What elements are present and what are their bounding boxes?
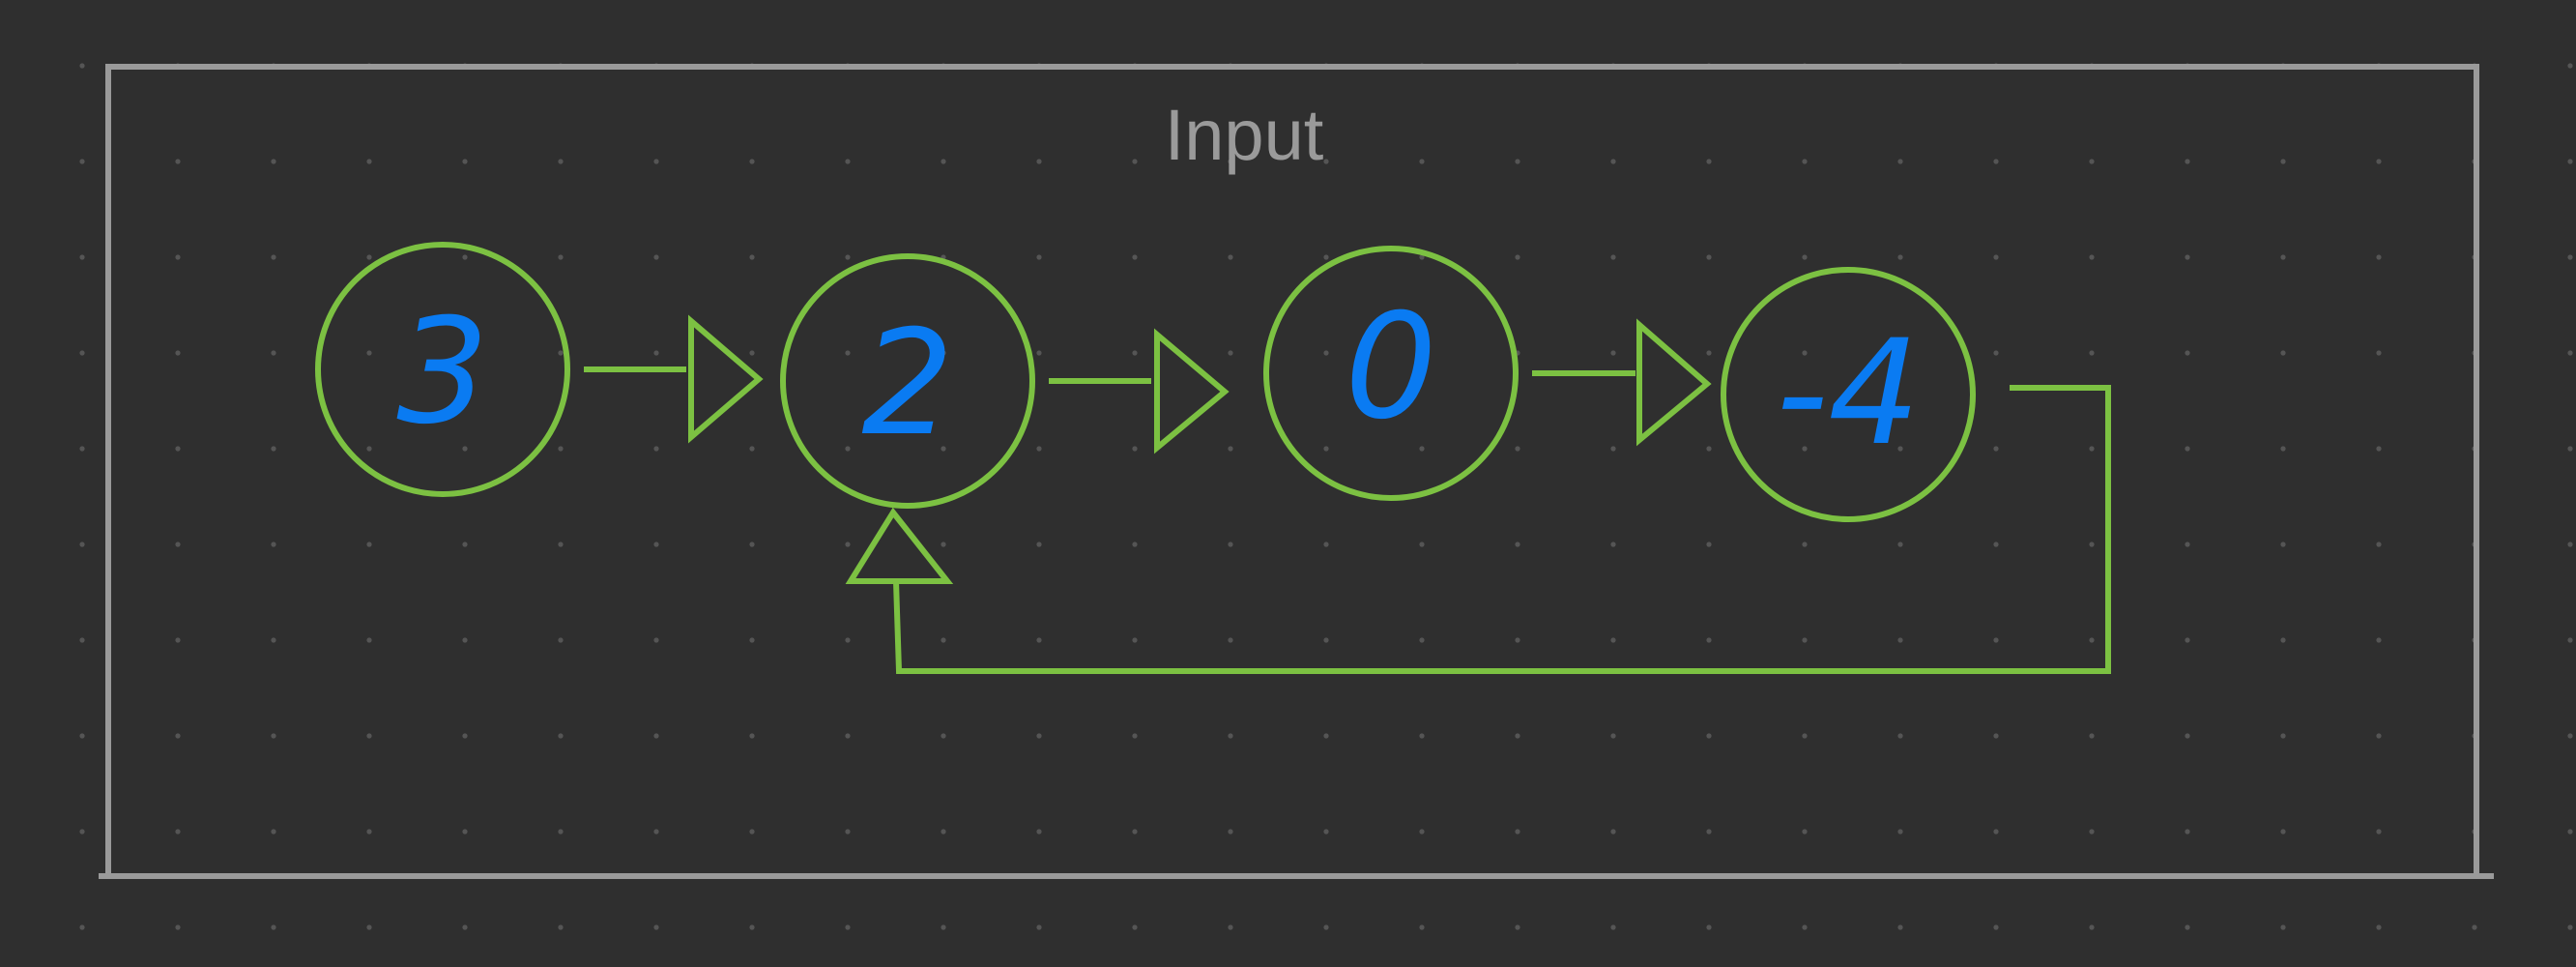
node-value: 3 [396,288,488,456]
arrow-head [1636,318,1712,447]
node-2[interactable]: 2 [780,253,1035,509]
node-neg4[interactable]: -4 [1721,267,1976,522]
edges [584,314,2111,674]
edge-line [893,385,2111,674]
arrow-head [1154,328,1230,454]
edge-0-to-neg4[interactable] [1532,318,1712,447]
node-circle [1263,246,1519,501]
node-circle [1721,267,1976,522]
frame-border [105,64,2479,875]
node-3[interactable]: 3 [315,242,570,497]
node-value: -4 [1776,309,1921,478]
edge-3-to-2[interactable] [584,314,764,444]
node-circle [780,253,1035,509]
edge-2-to-0[interactable] [1049,328,1230,454]
edge-neg4-to-2[interactable] [845,385,2111,674]
input-frame[interactable]: Input [99,64,2494,879]
arrow-head [845,507,954,584]
nodes: 3 2 0 -4 [315,242,1976,522]
arrow-head [688,314,764,444]
node-value: 0 [1345,283,1436,452]
node-0[interactable]: 0 [1263,246,1519,501]
node-value: 2 [861,300,953,468]
node-circle [315,242,570,497]
frame-title: Input [1165,95,1324,175]
